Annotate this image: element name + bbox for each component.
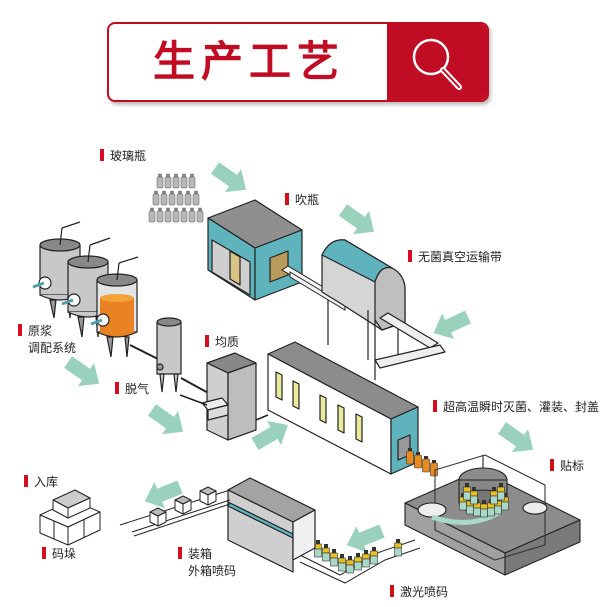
marker-bar xyxy=(285,193,289,205)
page-title: 生产工艺 xyxy=(152,37,345,86)
title-banner: 生产工艺 xyxy=(107,22,489,102)
label-laser-code: 激光喷码 xyxy=(390,584,448,601)
marker-bar xyxy=(24,475,28,487)
marker-bar xyxy=(18,324,22,336)
label-blow-bottle: 吹瓶 xyxy=(285,192,319,209)
sterile-vacuum-conveyor-machine xyxy=(321,239,446,380)
label-warehouse: 入库 xyxy=(24,474,58,491)
palletized-boxes xyxy=(39,489,101,546)
label-homogenize: 均质 xyxy=(205,334,239,351)
marker-bar xyxy=(115,382,119,394)
label-degas: 脱气 xyxy=(115,381,149,398)
label-juice-blending: 原浆调配系统 xyxy=(18,323,76,357)
marker-bar xyxy=(550,459,554,471)
label-uht-fill-cap: 超高温瞬时灭菌、灌装、封盖 xyxy=(433,399,599,416)
label-palletize: 码垛 xyxy=(42,546,76,563)
label-glass-bottle: 玻璃瓶 xyxy=(100,148,146,165)
search-button[interactable] xyxy=(387,24,487,100)
homogenizer xyxy=(201,352,257,441)
marker-bar xyxy=(408,250,412,262)
marker-bar xyxy=(100,149,104,161)
blow-molding-machine xyxy=(207,199,303,301)
marker-bar xyxy=(433,400,437,412)
juice-blending-tanks xyxy=(32,221,171,366)
boxing-machine xyxy=(227,477,316,573)
filled-orange-bottles xyxy=(406,447,438,477)
marker-bar xyxy=(42,547,46,559)
glass-bottles-icon xyxy=(148,173,204,223)
marker-bar xyxy=(390,585,394,597)
label-labeling: 贴标 xyxy=(550,458,584,475)
label-sterile-conveyor: 无菌真空运输带 xyxy=(408,249,502,266)
label-boxing: 装箱外箱喷码 xyxy=(178,546,236,580)
boxes-on-conveyor xyxy=(149,486,217,527)
marker-bar xyxy=(178,547,182,559)
degassing-tank xyxy=(156,317,213,396)
uht-sterilizer-filler xyxy=(267,341,419,475)
marker-bar xyxy=(205,335,209,347)
magnifier-icon xyxy=(412,38,462,90)
